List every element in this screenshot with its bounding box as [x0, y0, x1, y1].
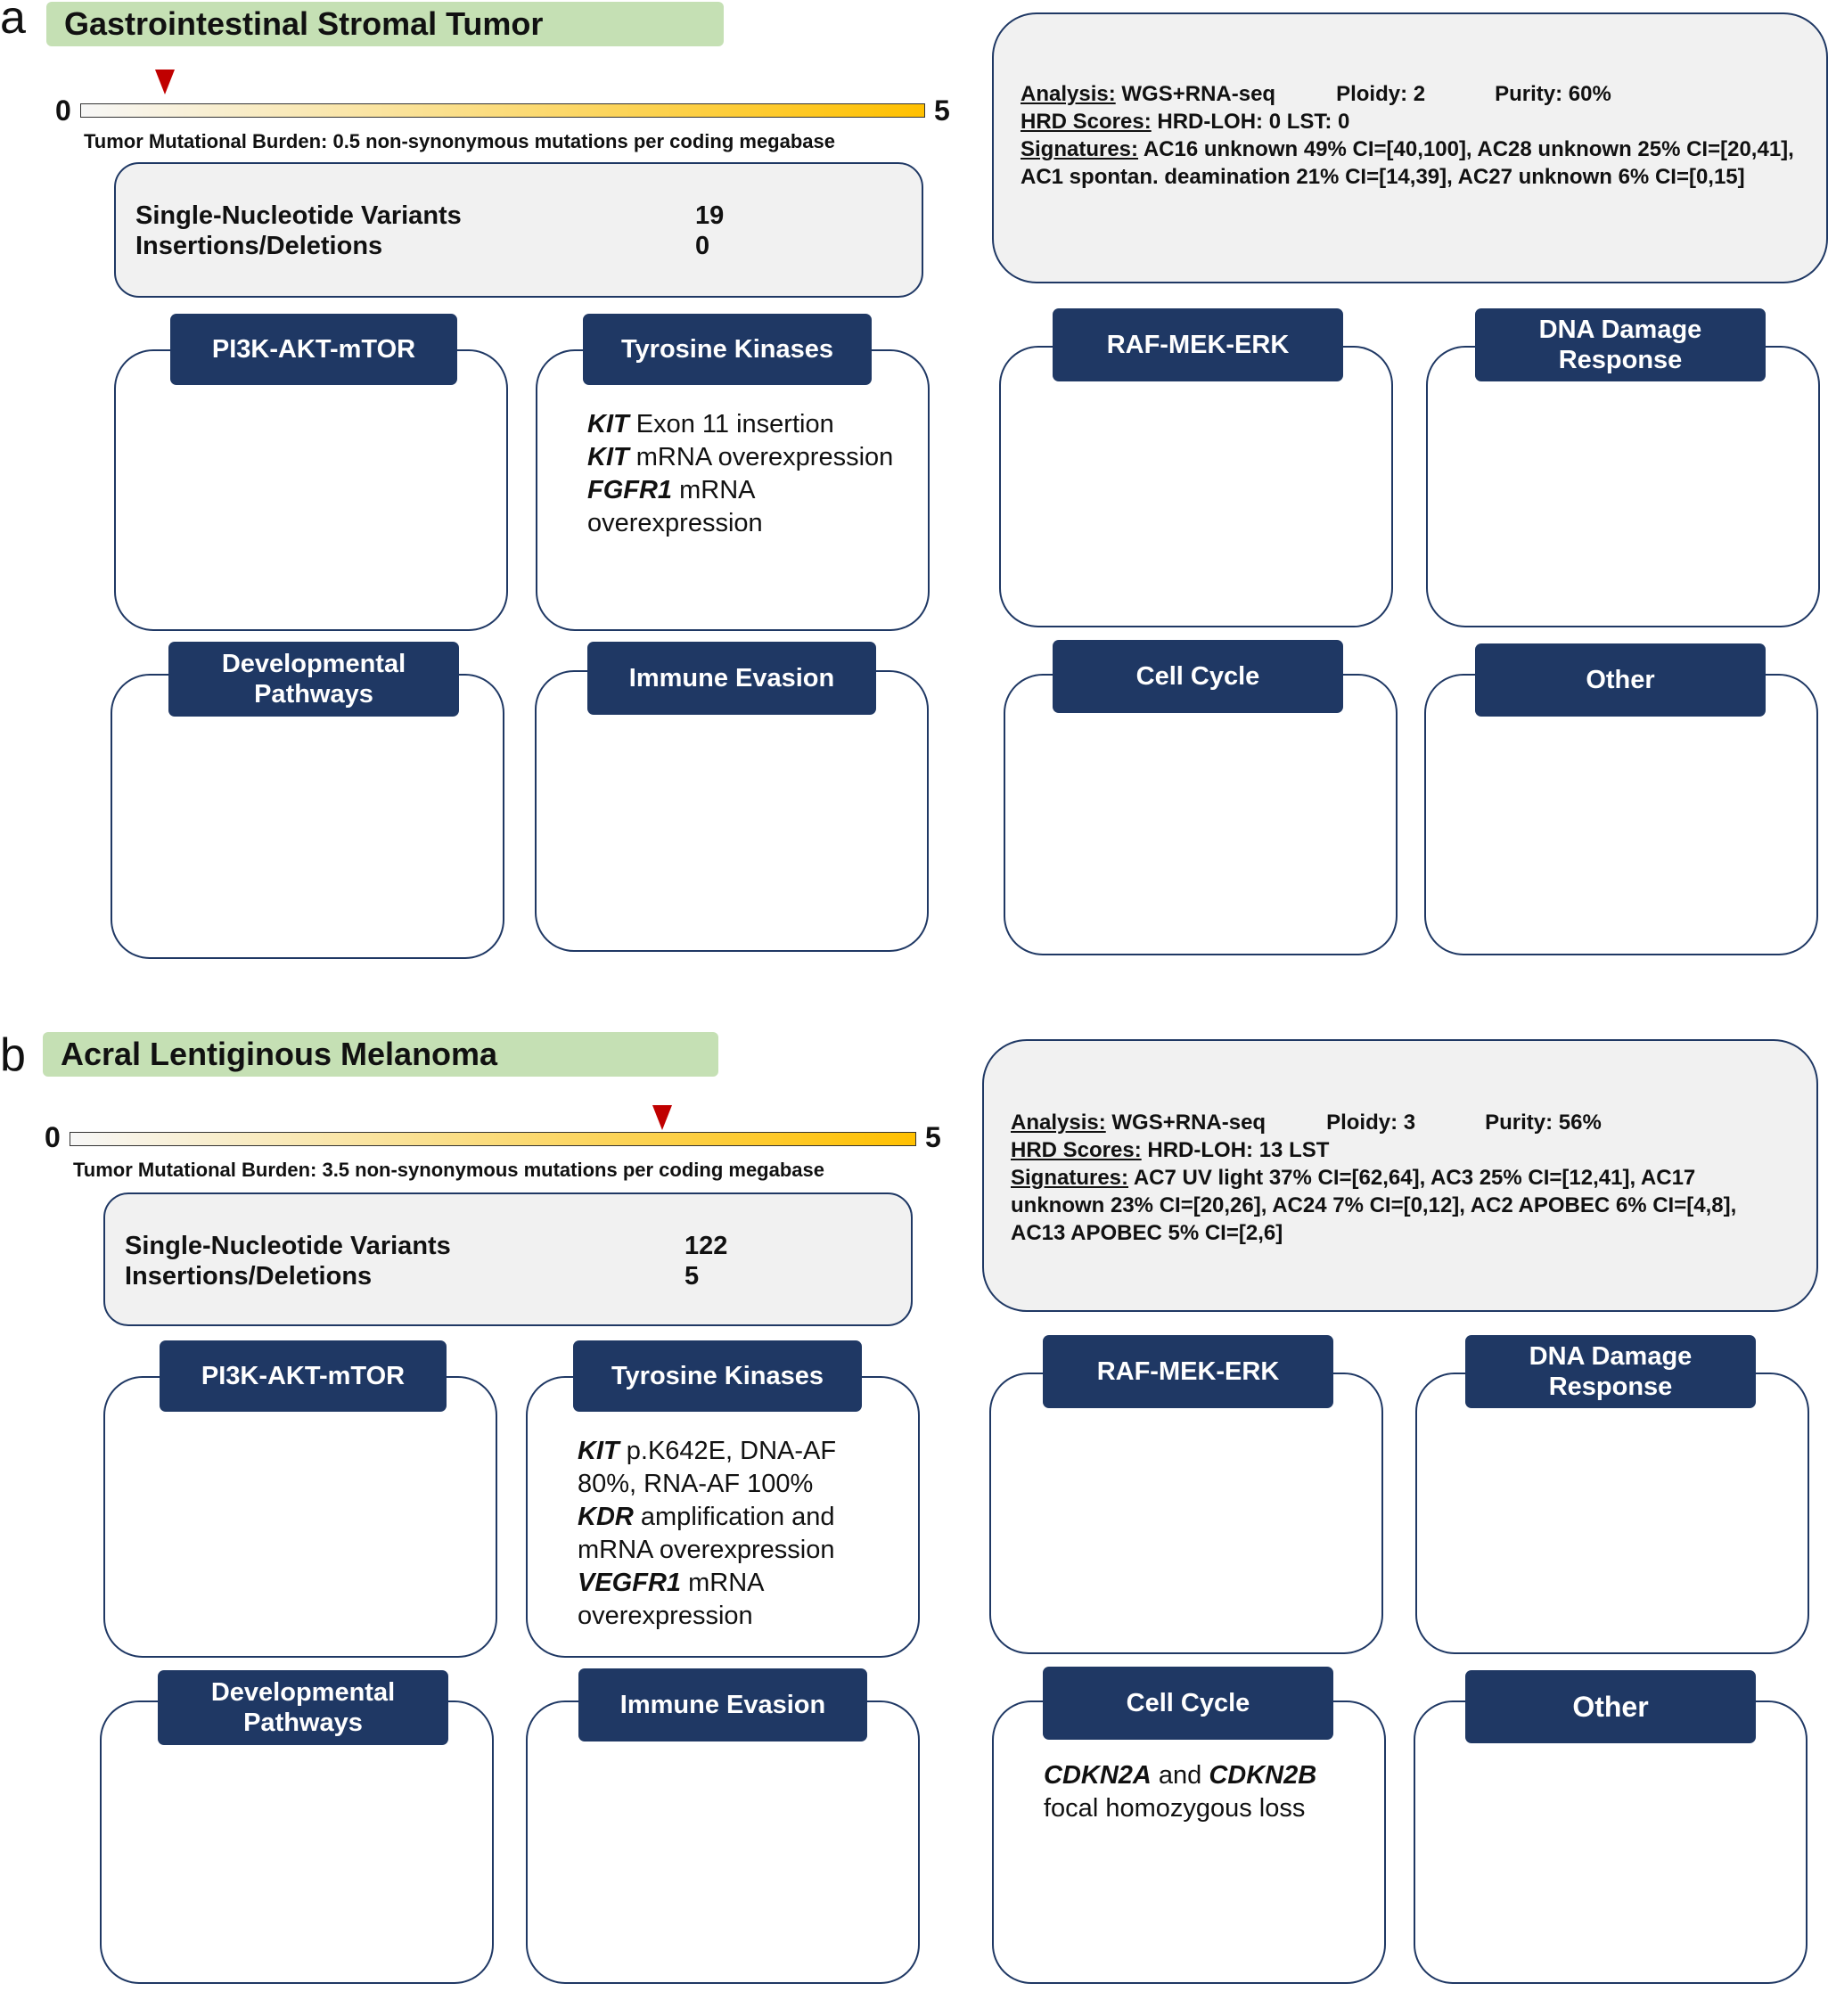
- pathway-title-immune-evasion: Immune Evasion: [587, 642, 876, 715]
- pathway-content-tyrosine-kinases: KIT p.K642E, DNA-AF 80%, RNA-AF 100% KDR…: [578, 1435, 898, 1633]
- pathway-box-dna-damage: [1415, 1373, 1809, 1654]
- analysis-text: Analysis: WGS+RNA-seq Ploidy: 3 Purity: 56…: [1011, 1109, 1795, 1247]
- alteration-item: CDKN2A and CDKN2B focal homozygous loss: [1044, 1761, 1317, 1823]
- pathway-box-immune-evasion: [526, 1700, 920, 1984]
- panel-b: b Acral Lentiginous Melanoma 0 5 Tumor M…: [0, 1027, 1828, 2016]
- pathway-title-pi3k: PI3K-AKT-mTOR: [170, 314, 457, 385]
- tmb-marker-icon: [652, 1105, 672, 1130]
- pathway-title-immune-evasion: Immune Evasion: [578, 1668, 867, 1741]
- pathway-title-raf: RAF-MEK-ERK: [1043, 1335, 1333, 1408]
- hrd-value: HRD-LOH: 13 LST: [1147, 1138, 1330, 1162]
- variant-counts-box: Single-Nucleotide Variants 19 Insertions…: [114, 162, 923, 298]
- tmb-gradient-bar: [80, 103, 925, 118]
- alteration-item: KIT p.K642E, DNA-AF 80%, RNA-AF 100%: [578, 1437, 837, 1498]
- alteration-item: KIT Exon 11 insertion: [587, 410, 834, 438]
- pathway-title-developmental: Developmental Pathways: [158, 1670, 448, 1745]
- hrd-value: HRD-LOH: 0 LST: 0: [1157, 110, 1350, 134]
- pathway-title-tyrosine-kinases: Tyrosine Kinases: [583, 314, 872, 385]
- snv-label: Single-Nucleotide Variants: [135, 201, 462, 230]
- indel-value: 5: [684, 1262, 700, 1291]
- pathway-box-developmental: [111, 674, 504, 959]
- panel-a: a Gastrointestinal Stromal Tumor 0 5 Tum…: [0, 0, 1828, 989]
- purity-value: Purity: 56%: [1485, 1110, 1602, 1135]
- signatures-value: AC16 unknown 49% CI=[40,100], AC28 unkno…: [1021, 137, 1794, 189]
- pathway-title-pi3k: PI3K-AKT-mTOR: [160, 1340, 447, 1412]
- signatures-value: AC7 UV light 37% CI=[62,64], AC3 25% CI=…: [1011, 1166, 1737, 1245]
- analysis-label: Analysis:: [1011, 1110, 1106, 1135]
- alteration-item: VEGFR1 mRNA overexpression: [578, 1569, 763, 1630]
- panel-letter: a: [0, 0, 26, 44]
- pathway-title-other: Other: [1465, 1670, 1756, 1743]
- tmb-caption: Tumor Mutational Burden: 0.5 non-synonym…: [84, 130, 836, 152]
- tmb-max-label: 5: [925, 1121, 941, 1153]
- signatures-label: Signatures:: [1011, 1166, 1129, 1190]
- pathway-title-tyrosine-kinases: Tyrosine Kinases: [573, 1340, 862, 1412]
- pathway-box-other: [1414, 1700, 1808, 1984]
- indel-value: 0: [695, 232, 710, 260]
- alteration-item: KDR amplification and mRNA overexpressio…: [578, 1503, 835, 1564]
- alteration-item: KIT mRNA overexpression: [587, 443, 894, 471]
- variant-counts-box: Single-Nucleotide Variants 122 Insertion…: [103, 1192, 913, 1326]
- analysis-box: Analysis: WGS+RNA-seq Ploidy: 2 Purity: 60…: [992, 12, 1828, 283]
- panel-title: Acral Lentiginous Melanoma: [43, 1032, 718, 1077]
- pathway-box-pi3k: [103, 1376, 497, 1658]
- indel-label: Insertions/Deletions: [125, 1262, 373, 1291]
- analysis-value: WGS+RNA-seq: [1111, 1110, 1266, 1135]
- pathway-box-developmental: [100, 1700, 494, 1984]
- tmb-min-label: 0: [55, 94, 71, 127]
- pathway-box-pi3k: [114, 349, 508, 631]
- tmb-gradient-bar: [70, 1132, 916, 1146]
- hrd-label: HRD Scores:: [1021, 110, 1152, 134]
- analysis-box: Analysis: WGS+RNA-seq Ploidy: 3 Purity: 56…: [982, 1039, 1818, 1312]
- ploidy-value: Ploidy: 3: [1326, 1110, 1416, 1135]
- pathway-title-raf: RAF-MEK-ERK: [1053, 308, 1343, 381]
- pathway-box-tyrosine-kinases: KIT p.K642E, DNA-AF 80%, RNA-AF 100% KDR…: [526, 1376, 920, 1658]
- pathway-title-dna-damage: DNA Damage Response: [1465, 1335, 1756, 1408]
- analysis-label: Analysis:: [1021, 82, 1116, 106]
- purity-value: Purity: 60%: [1495, 82, 1611, 106]
- pathway-title-cell-cycle: Cell Cycle: [1053, 640, 1343, 713]
- pathway-box-raf: [989, 1373, 1383, 1654]
- snv-label: Single-Nucleotide Variants: [125, 1232, 451, 1260]
- panel-title: Gastrointestinal Stromal Tumor: [46, 2, 724, 46]
- pathway-content-cell-cycle: CDKN2A and CDKN2B focal homozygous loss: [1044, 1759, 1365, 1825]
- panel-letter: b: [0, 1029, 26, 1081]
- alteration-item: FGFR1 mRNA overexpression: [587, 476, 763, 537]
- hrd-label: HRD Scores:: [1011, 1138, 1142, 1162]
- tmb-min-label: 0: [45, 1121, 61, 1153]
- snv-value: 19: [695, 201, 725, 230]
- pathway-content-tyrosine-kinases: KIT Exon 11 insertion KIT mRNA overexpre…: [587, 408, 908, 540]
- analysis-text: Analysis: WGS+RNA-seq Ploidy: 2 Purity: 60…: [1021, 80, 1805, 191]
- pathway-box-immune-evasion: [535, 670, 929, 952]
- pathway-title-cell-cycle: Cell Cycle: [1043, 1667, 1333, 1740]
- pathway-box-cell-cycle: CDKN2A and CDKN2B focal homozygous loss: [992, 1700, 1386, 1984]
- tmb-marker-icon: [154, 70, 175, 94]
- analysis-value: WGS+RNA-seq: [1121, 82, 1276, 106]
- pathway-box-tyrosine-kinases: KIT Exon 11 insertion KIT mRNA overexpre…: [536, 349, 930, 631]
- snv-value: 122: [684, 1232, 728, 1260]
- pathway-title-other: Other: [1475, 643, 1766, 717]
- pathway-box-cell-cycle: [1004, 674, 1398, 955]
- tmb-caption: Tumor Mutational Burden: 3.5 non-synonym…: [73, 1159, 825, 1181]
- pathway-title-dna-damage: DNA Damage Response: [1475, 308, 1766, 381]
- pathway-box-dna-damage: [1426, 346, 1820, 627]
- tmb-max-label: 5: [934, 94, 950, 127]
- ploidy-value: Ploidy: 2: [1336, 82, 1426, 106]
- pathway-title-developmental: Developmental Pathways: [168, 642, 459, 717]
- pathway-box-raf: [999, 346, 1393, 627]
- indel-label: Insertions/Deletions: [135, 232, 383, 260]
- signatures-label: Signatures:: [1021, 137, 1139, 161]
